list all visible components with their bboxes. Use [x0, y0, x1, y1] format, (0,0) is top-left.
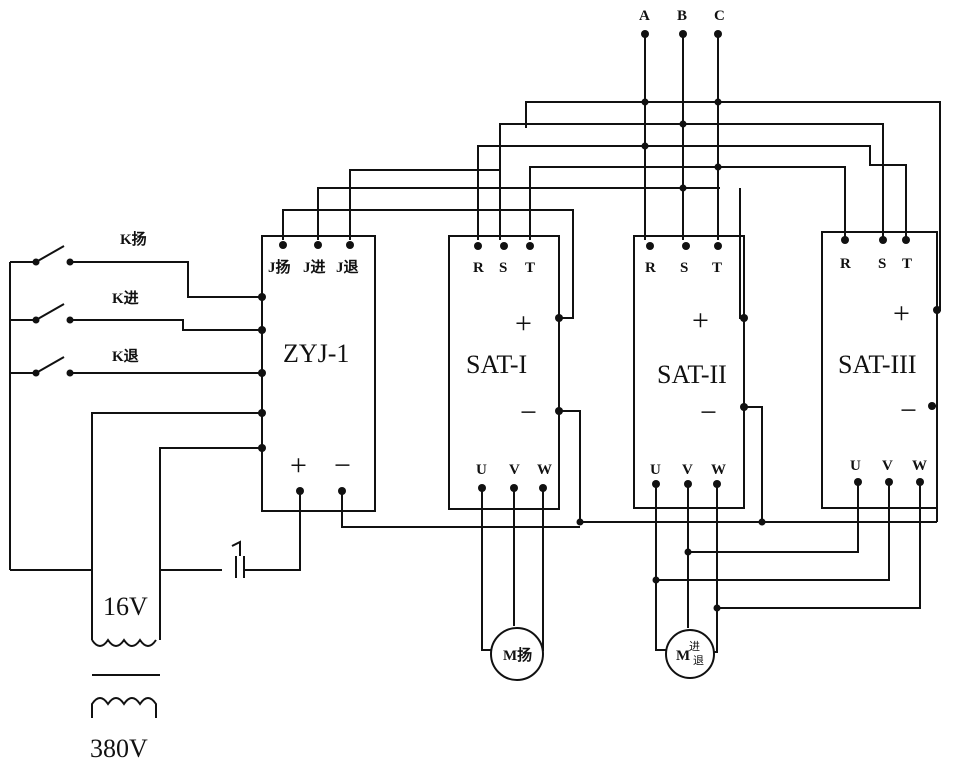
junction — [680, 121, 687, 128]
motor-yang-label: M扬 — [503, 646, 532, 664]
sat1-u: U — [476, 462, 487, 478]
sat1-w: W — [537, 462, 552, 478]
sat3-t: T — [902, 256, 912, 272]
sat1-t: T — [525, 260, 535, 276]
motor-yang: M扬 — [491, 628, 543, 680]
switch-label-jin: K进 — [112, 290, 139, 307]
bus-t3 — [478, 146, 906, 240]
terminal-j-jin: J进 — [303, 259, 326, 276]
sat3-w: W — [912, 458, 927, 474]
sat-unit-1: R S T + SAT-I − U V W — [449, 236, 563, 509]
sat2-minus: − — [700, 396, 717, 429]
terminal-j-tui: J退 — [336, 259, 359, 276]
bus-s3 — [500, 124, 883, 240]
controller-plus: + — [290, 449, 307, 482]
sat2-u: U — [650, 462, 661, 478]
bus-r3 — [530, 167, 845, 240]
sat2-t: T — [712, 260, 722, 276]
sat1-name: SAT-I — [466, 350, 527, 379]
sat2-w: W — [711, 462, 726, 478]
sat3-name: SAT-III — [838, 350, 916, 379]
sat3-minus: − — [900, 394, 917, 427]
sat3-v: V — [882, 458, 893, 474]
phase-label-c: C — [714, 8, 725, 24]
controller-zyj1: J扬 J进 J退 ZYJ-1 + − — [258, 236, 375, 511]
switch-label-yang: K扬 — [120, 230, 147, 248]
sat2-name: SAT-II — [657, 360, 727, 389]
motor-jintui: M 进 退 — [666, 630, 714, 678]
sat3-plus: + — [893, 297, 910, 330]
junction — [642, 143, 649, 150]
phase-label-b: B — [677, 8, 687, 24]
j-jin-wire — [318, 188, 720, 240]
motor-yang-wiring — [482, 488, 544, 650]
transformer: 16V 380V — [10, 413, 300, 763]
switch-group: K扬 K进 K退 — [10, 230, 262, 570]
phase-label-a: A — [639, 8, 650, 24]
switch-k-jin[interactable] — [36, 304, 64, 320]
junction — [680, 185, 687, 192]
sat-unit-2: R S T + SAT-II − U V W — [634, 236, 748, 508]
supply-bus — [283, 99, 940, 319]
transformer-secondary-label: 16V — [103, 592, 148, 621]
sat1-r: R — [473, 260, 484, 276]
sat2-plus: + — [692, 304, 709, 337]
sat-unit-3: R S T + SAT-III − U V W — [822, 232, 941, 508]
sat2-v: V — [682, 462, 693, 478]
primary-coil — [92, 698, 156, 718]
transformer-primary-label: 380V — [90, 734, 148, 763]
sat1-s: S — [499, 260, 507, 276]
switch-k-tui[interactable] — [36, 357, 64, 373]
controller-name: ZYJ-1 — [283, 339, 349, 368]
motor-jintui-sup: 进 — [689, 640, 700, 653]
junction — [715, 164, 722, 171]
sat3-s: S — [878, 256, 886, 272]
controller-minus: − — [334, 449, 351, 482]
junction — [715, 99, 722, 106]
switch-k-yang[interactable] — [36, 246, 64, 262]
switch-label-tui: K退 — [112, 348, 139, 365]
sat3-u: U — [850, 458, 861, 474]
sat3-r: R — [840, 256, 851, 272]
bus-top — [526, 102, 940, 310]
secondary-coil — [92, 640, 156, 646]
terminal-j-yang: J扬 — [268, 258, 291, 276]
junction — [642, 99, 649, 106]
sat1-plus: + — [515, 307, 532, 340]
motor-jintui-sub: 退 — [693, 654, 704, 667]
sat2-r: R — [645, 260, 656, 276]
sat1-minus: − — [520, 396, 537, 429]
controller-box — [262, 236, 375, 511]
sat1-v: V — [509, 462, 520, 478]
sat2-s: S — [680, 260, 688, 276]
